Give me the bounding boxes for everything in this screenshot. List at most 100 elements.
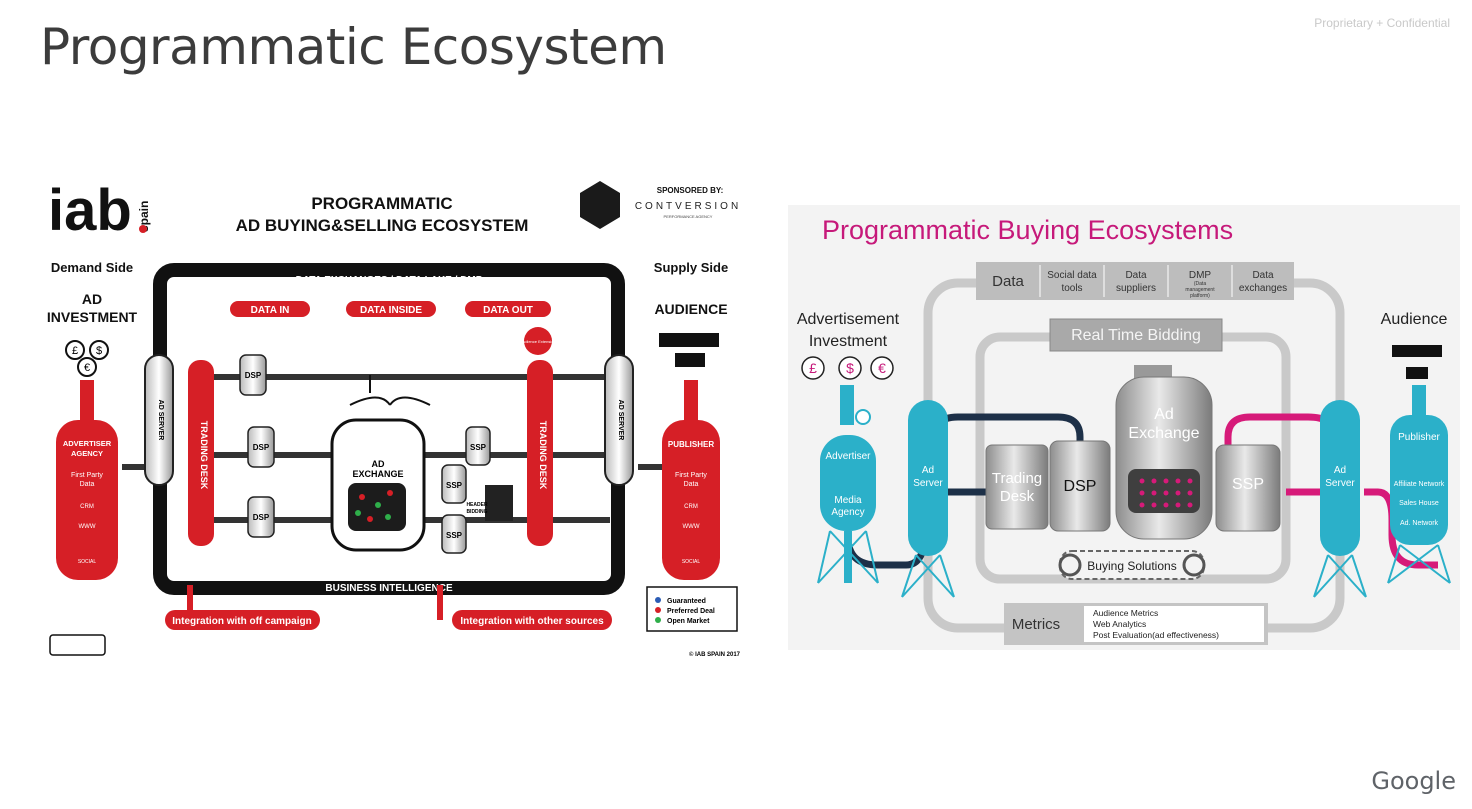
data-item-3-line1: DMP (1189, 270, 1212, 281)
publisher-tank: PUBLISHER First Party Data CRM WWW SOCIA… (662, 380, 720, 580)
data-out-label: DATA OUT (483, 305, 533, 316)
metrics-label: Metrics (1012, 616, 1060, 633)
advertiser-www: WWW (79, 524, 96, 530)
legend-preferred: Preferred Deal (667, 608, 715, 615)
advertiser-first-party-1: First Party (71, 472, 103, 479)
integration-other-pill (452, 610, 612, 630)
ad-server-left-line1: Ad (922, 465, 934, 476)
legend-guaranteed-dot (655, 597, 661, 603)
contversion-logo-icon (580, 181, 620, 229)
google-logo: Google (1371, 767, 1456, 795)
slide-title: Programmatic Ecosystem (40, 18, 667, 76)
buying-dsp-label: DSP (1064, 478, 1097, 495)
data-item-1-line2: tools (1061, 283, 1082, 294)
data-dividers (1039, 265, 1233, 297)
legend-open: Open Market (667, 618, 710, 625)
coin-euro: € (84, 362, 90, 374)
publisher-www: WWW (683, 524, 700, 530)
audience-extension-badge (524, 327, 552, 355)
data-items: Social data tools Data suppliers DMP (Da… (1047, 270, 1287, 299)
buying-title: Programmatic Buying Ecosystems (822, 215, 1233, 245)
ad-server-right (604, 354, 634, 486)
data-item-2-line2: suppliers (1116, 283, 1156, 294)
currency-coins: £ $ € (65, 340, 109, 377)
trading-desk-right-label: TRADING DESK (538, 421, 548, 490)
publisher-label: Publisher (1398, 432, 1440, 443)
buying-ad-exchange-tank: Ad Exchange (1115, 365, 1213, 540)
ssp-tank: SSP (1215, 444, 1281, 532)
data-item-1-line1: Social data (1047, 270, 1097, 281)
metrics-item-1: Audience Metrics (1093, 608, 1158, 618)
data-item-4-line1: Data (1252, 270, 1274, 281)
advertiser-tower: Advertiser Media Agency (817, 385, 879, 584)
audience-label: AUDIENCE (654, 301, 727, 317)
advertiser-crm: CRM (80, 504, 94, 510)
ad-investment-line1: AD (82, 291, 102, 307)
buying-ssp-label: SSP (1232, 476, 1264, 493)
business-intelligence-label: BUSINESS INTELLIGENCE (325, 583, 453, 594)
pub-item-3: Ad. Network (1400, 520, 1439, 527)
sponsor-name: CONTVERSION (635, 201, 741, 212)
iab-logo-sub: spain (137, 201, 151, 232)
publisher-crm: CRM (684, 504, 698, 510)
iab-ad-exchange-line2: EXCHANGE (352, 469, 403, 479)
media-agency-line1: Media (834, 495, 862, 506)
publisher-first-party-2: Data (684, 481, 699, 488)
ad-server-right-line1: Ad (1334, 465, 1346, 476)
buy-coin-dollar: $ (846, 360, 854, 376)
dmp-sub-3: platform) (1190, 293, 1210, 299)
ad-server-right-label: AD SERVER (617, 400, 624, 441)
iab-legend (646, 586, 738, 632)
demand-side-label: Demand Side (51, 260, 133, 275)
ad-investment-line2: INVESTMENT (47, 309, 138, 325)
header-bidding-line1: HEADER (466, 502, 488, 508)
header-bidding-unit (485, 485, 513, 521)
trading-desk-line1: Trading (992, 470, 1042, 487)
audience-extension-label: Audience Extension (520, 339, 555, 344)
ad-server-left-line2: Server (913, 478, 943, 489)
advertiser-label-line2: AGENCY (71, 449, 103, 458)
data-label: Data (992, 273, 1024, 290)
data-item-2-line1: Data (1125, 270, 1147, 281)
dmp-sub-1: (Data (1194, 281, 1206, 287)
ssp-label-2: SSP (446, 481, 463, 490)
dsp-tank: DSP (1049, 440, 1111, 532)
buy-coin-pound: £ (809, 360, 817, 376)
advertiser-tank: ADVERTISER AGENCY First Party Data CRM W… (56, 380, 118, 580)
gear-icon (1182, 553, 1206, 577)
integration-off-label: Integration with off campaign (172, 616, 311, 627)
buying-audience-label: Audience (1381, 311, 1448, 328)
legend-open-dot (655, 617, 661, 623)
integration-other-label: Integration with other sources (460, 616, 604, 627)
publisher-label: PUBLISHER (668, 440, 714, 449)
trading-desk-left-label: TRADING DESK (199, 421, 209, 490)
data-in-label: DATA IN (251, 305, 290, 316)
ad-server-left (144, 354, 174, 486)
coin-dollar: $ (96, 345, 102, 357)
pub-item-1: Affiliate Network (1394, 481, 1445, 488)
ad-server-left-tower: Ad Server (901, 400, 955, 598)
dmp-sub-2: management (1185, 287, 1215, 293)
data-inside-label: DATA INSIDE (360, 305, 422, 316)
buying-ecosystem-diagram: Programmatic Buying Ecosystems Data Soci… (788, 205, 1460, 650)
ad-server-right-line2: Server (1325, 478, 1355, 489)
pub-item-2: Sales House (1399, 500, 1439, 507)
buy-coin-euro: € (878, 360, 886, 376)
integration-off-pill (165, 610, 320, 630)
ad-server-left-label: AD SERVER (157, 400, 164, 441)
metrics-item-3: Post Evaluation(ad effectiveness) (1093, 630, 1219, 640)
rtb-bar (1049, 318, 1223, 352)
legend-preferred-dot (655, 607, 661, 613)
iab-title-line2: AD BUYING&SELLING ECOSYSTEM (236, 216, 529, 235)
sponsored-by-label: SPONSORED BY: (657, 186, 724, 195)
trading-desk-right (527, 360, 553, 546)
adv-investment-line2: Investment (809, 333, 888, 350)
iab-logo: iab (48, 178, 132, 243)
iab-logo-dot (139, 225, 147, 233)
buying-solutions-label: Buying Solutions (1087, 559, 1176, 573)
metrics-list-box (1084, 606, 1264, 642)
data-item-4-line2: exchanges (1239, 283, 1287, 294)
audience-people-icon (659, 333, 719, 367)
dsp-label-1: DSP (245, 371, 262, 380)
ssp-label-3: SSP (446, 531, 463, 540)
